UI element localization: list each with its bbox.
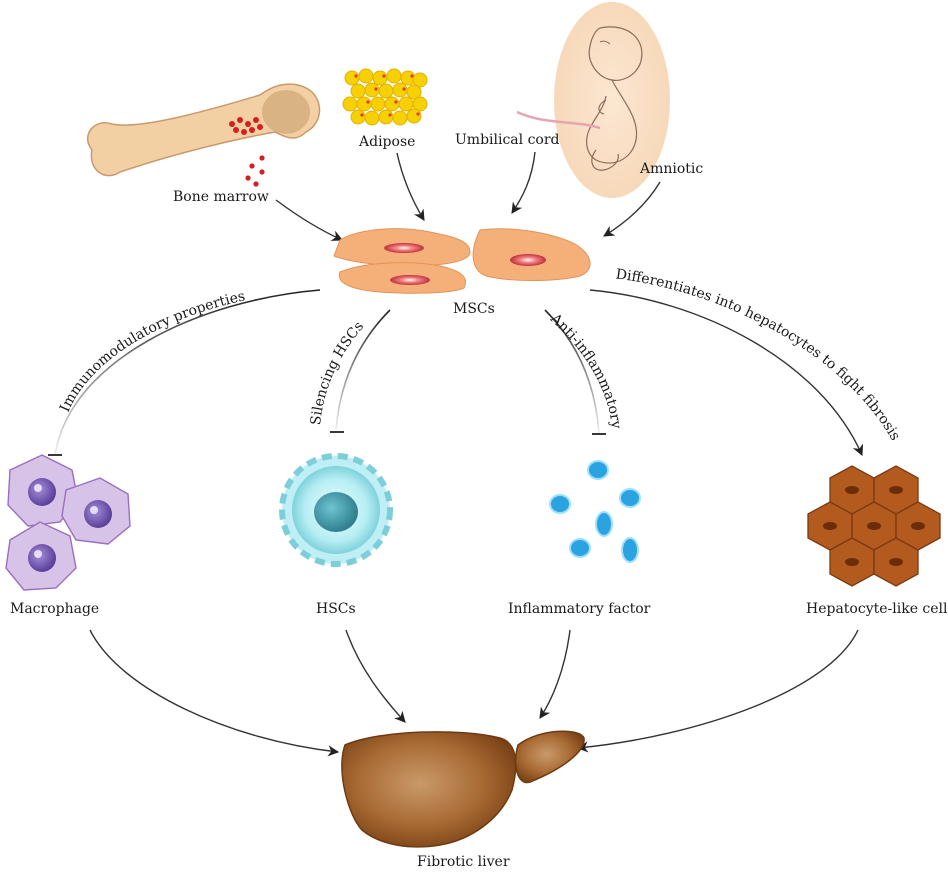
arrow-cord-to-msc	[511, 151, 536, 214]
arc-anti-inflammatory	[544, 309, 600, 434]
label-hepatocyte-like: Hepatocyte-like cells	[806, 601, 948, 617]
adipose-illustration	[342, 68, 428, 126]
liver-illustration	[341, 730, 585, 848]
label-fibrotic-liver: Fibrotic liver	[417, 854, 510, 870]
arrow-bone-to-msc	[275, 199, 344, 241]
arrow-macrophage-to-liver	[89, 629, 340, 757]
label-bone-marrow: Bone marrow	[173, 189, 269, 205]
label-silencing-hscs: Silencing HSCs	[308, 319, 367, 426]
macrophage-illustration	[5, 454, 131, 591]
label-immunomodulatory: Immunomodulatory properties	[57, 288, 247, 414]
arrow-amniotic-to-msc	[603, 181, 661, 237]
arc-immunomodulatory	[54, 289, 321, 456]
arrow-adipose-to-msc	[396, 152, 425, 221]
label-umbilical-cord: Umbilical cord	[455, 132, 560, 148]
arc-silencing	[335, 309, 391, 431]
arc-differentiates	[589, 289, 864, 457]
arrow-inflammatory-to-liver	[539, 629, 571, 719]
label-differentiates: Differentiates into hepatocytes to fight…	[615, 266, 903, 443]
bone-illustration	[86, 83, 321, 187]
msc-cells	[333, 228, 591, 294]
inflammatory-illustration	[549, 460, 641, 563]
label-amniotic: Amniotic	[639, 161, 703, 177]
label-macrophage: Macrophage	[10, 601, 99, 617]
arrow-hepatocyte-to-liver	[576, 629, 859, 753]
hepatocyte-illustration	[807, 465, 941, 587]
hsc-illustration	[279, 453, 393, 567]
label-hscs: HSCs	[316, 601, 356, 617]
label-inflammatory-factor: Inflammatory factor	[508, 601, 651, 617]
arrow-hscs-to-liver	[345, 629, 406, 723]
fetus-illustration	[516, 2, 670, 198]
label-mscs: MSCs	[453, 301, 495, 317]
label-adipose: Adipose	[358, 134, 415, 150]
